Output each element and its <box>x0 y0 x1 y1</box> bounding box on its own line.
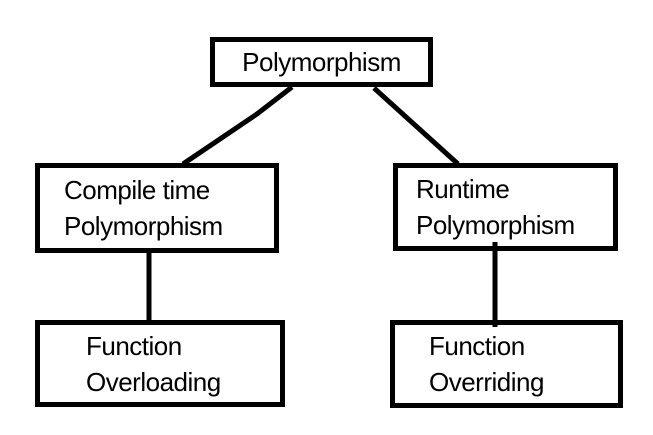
node-compile-time-label-line1: Compile time <box>64 175 210 205</box>
node-polymorphism-label: Polymorphism <box>242 47 401 77</box>
node-runtime-label-line1: Runtime <box>416 174 510 204</box>
node-function-overloading-label-line1: Function <box>86 330 182 361</box>
node-function-overloading: Function Overloading <box>35 320 285 407</box>
node-function-overriding: Function Overriding <box>390 320 623 408</box>
node-function-overriding-label-line2: Overriding <box>429 367 544 397</box>
edge-root-compile_time <box>181 85 294 167</box>
edge-root-runtime <box>372 86 460 166</box>
node-polymorphism: Polymorphism <box>210 37 433 87</box>
node-function-overriding-label-line1: Function <box>429 331 525 361</box>
node-runtime-polymorphism: Runtime Polymorphism <box>393 163 618 251</box>
node-function-overloading-label-line2: Overloading <box>86 366 221 397</box>
node-compile-time-label-line2: Polymorphism <box>64 211 223 241</box>
node-runtime-label-line2: Polymorphism <box>416 210 575 240</box>
node-compile-time-polymorphism: Compile time Polymorphism <box>35 163 279 253</box>
